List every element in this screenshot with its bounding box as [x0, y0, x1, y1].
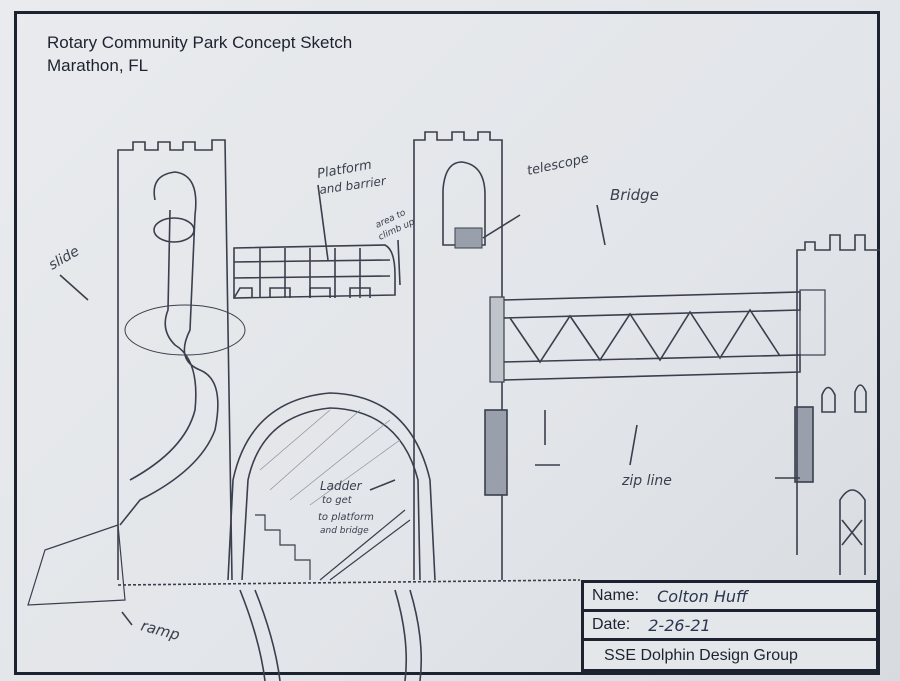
name-value: Colton Huff	[657, 586, 748, 606]
drawing-border	[14, 11, 880, 675]
date-label: Date:	[592, 616, 631, 633]
ground-line	[117, 579, 581, 586]
leader-lines	[59, 184, 638, 626]
label-ladder: Ladder	[320, 479, 363, 493]
tunnel	[239, 589, 423, 681]
title-block: Name: Colton Huff Date: 2-26-21 SSE Dolp…	[581, 580, 879, 672]
label-zip-line: zip line	[621, 473, 672, 489]
platform	[233, 244, 396, 299]
sketch-title: Rotary Community Park Concept Sketch	[47, 33, 353, 52]
zipline-right-post	[794, 406, 814, 483]
bridge	[502, 291, 801, 381]
label-ladder-2: to get	[322, 495, 353, 506]
sketch-location: Marathon, FL	[47, 56, 149, 75]
left-tower	[117, 139, 233, 581]
slide	[119, 171, 219, 526]
label-bridge: Bridge	[610, 186, 659, 204]
group-row: SSE Dolphin Design Group	[584, 641, 876, 670]
middle-tower	[413, 131, 503, 580]
telescope-icon	[454, 227, 483, 249]
right-tower-windows	[821, 384, 867, 413]
zipline-left-post	[484, 409, 508, 496]
right-tower	[796, 234, 880, 555]
right-tower-ladder	[839, 489, 866, 575]
slide-curve	[124, 304, 246, 356]
arch	[227, 392, 436, 581]
name-row: Name: Colton Huff	[584, 583, 876, 612]
bridge-left-post	[489, 296, 505, 383]
label-ladder-4: and bridge	[320, 526, 369, 536]
name-label: Name:	[592, 587, 640, 604]
label-slide: slide	[46, 243, 82, 273]
label-ramp: ramp	[139, 616, 182, 644]
ladder	[255, 509, 411, 581]
ramp	[27, 524, 126, 606]
zipline-handle	[535, 410, 800, 479]
arch-shading	[259, 409, 401, 506]
platform-crenellation	[233, 287, 371, 299]
label-ladder-3: to platform	[318, 512, 374, 523]
telescope-window	[442, 161, 486, 246]
label-telescope: telescope	[526, 151, 591, 179]
date-value: 2-26-21	[648, 615, 711, 635]
slide-top-opening	[153, 217, 195, 243]
date-row: Date: 2-26-21	[584, 612, 876, 641]
group-name: SSE Dolphin Design Group	[604, 646, 798, 664]
bridge-right-post	[799, 289, 826, 356]
